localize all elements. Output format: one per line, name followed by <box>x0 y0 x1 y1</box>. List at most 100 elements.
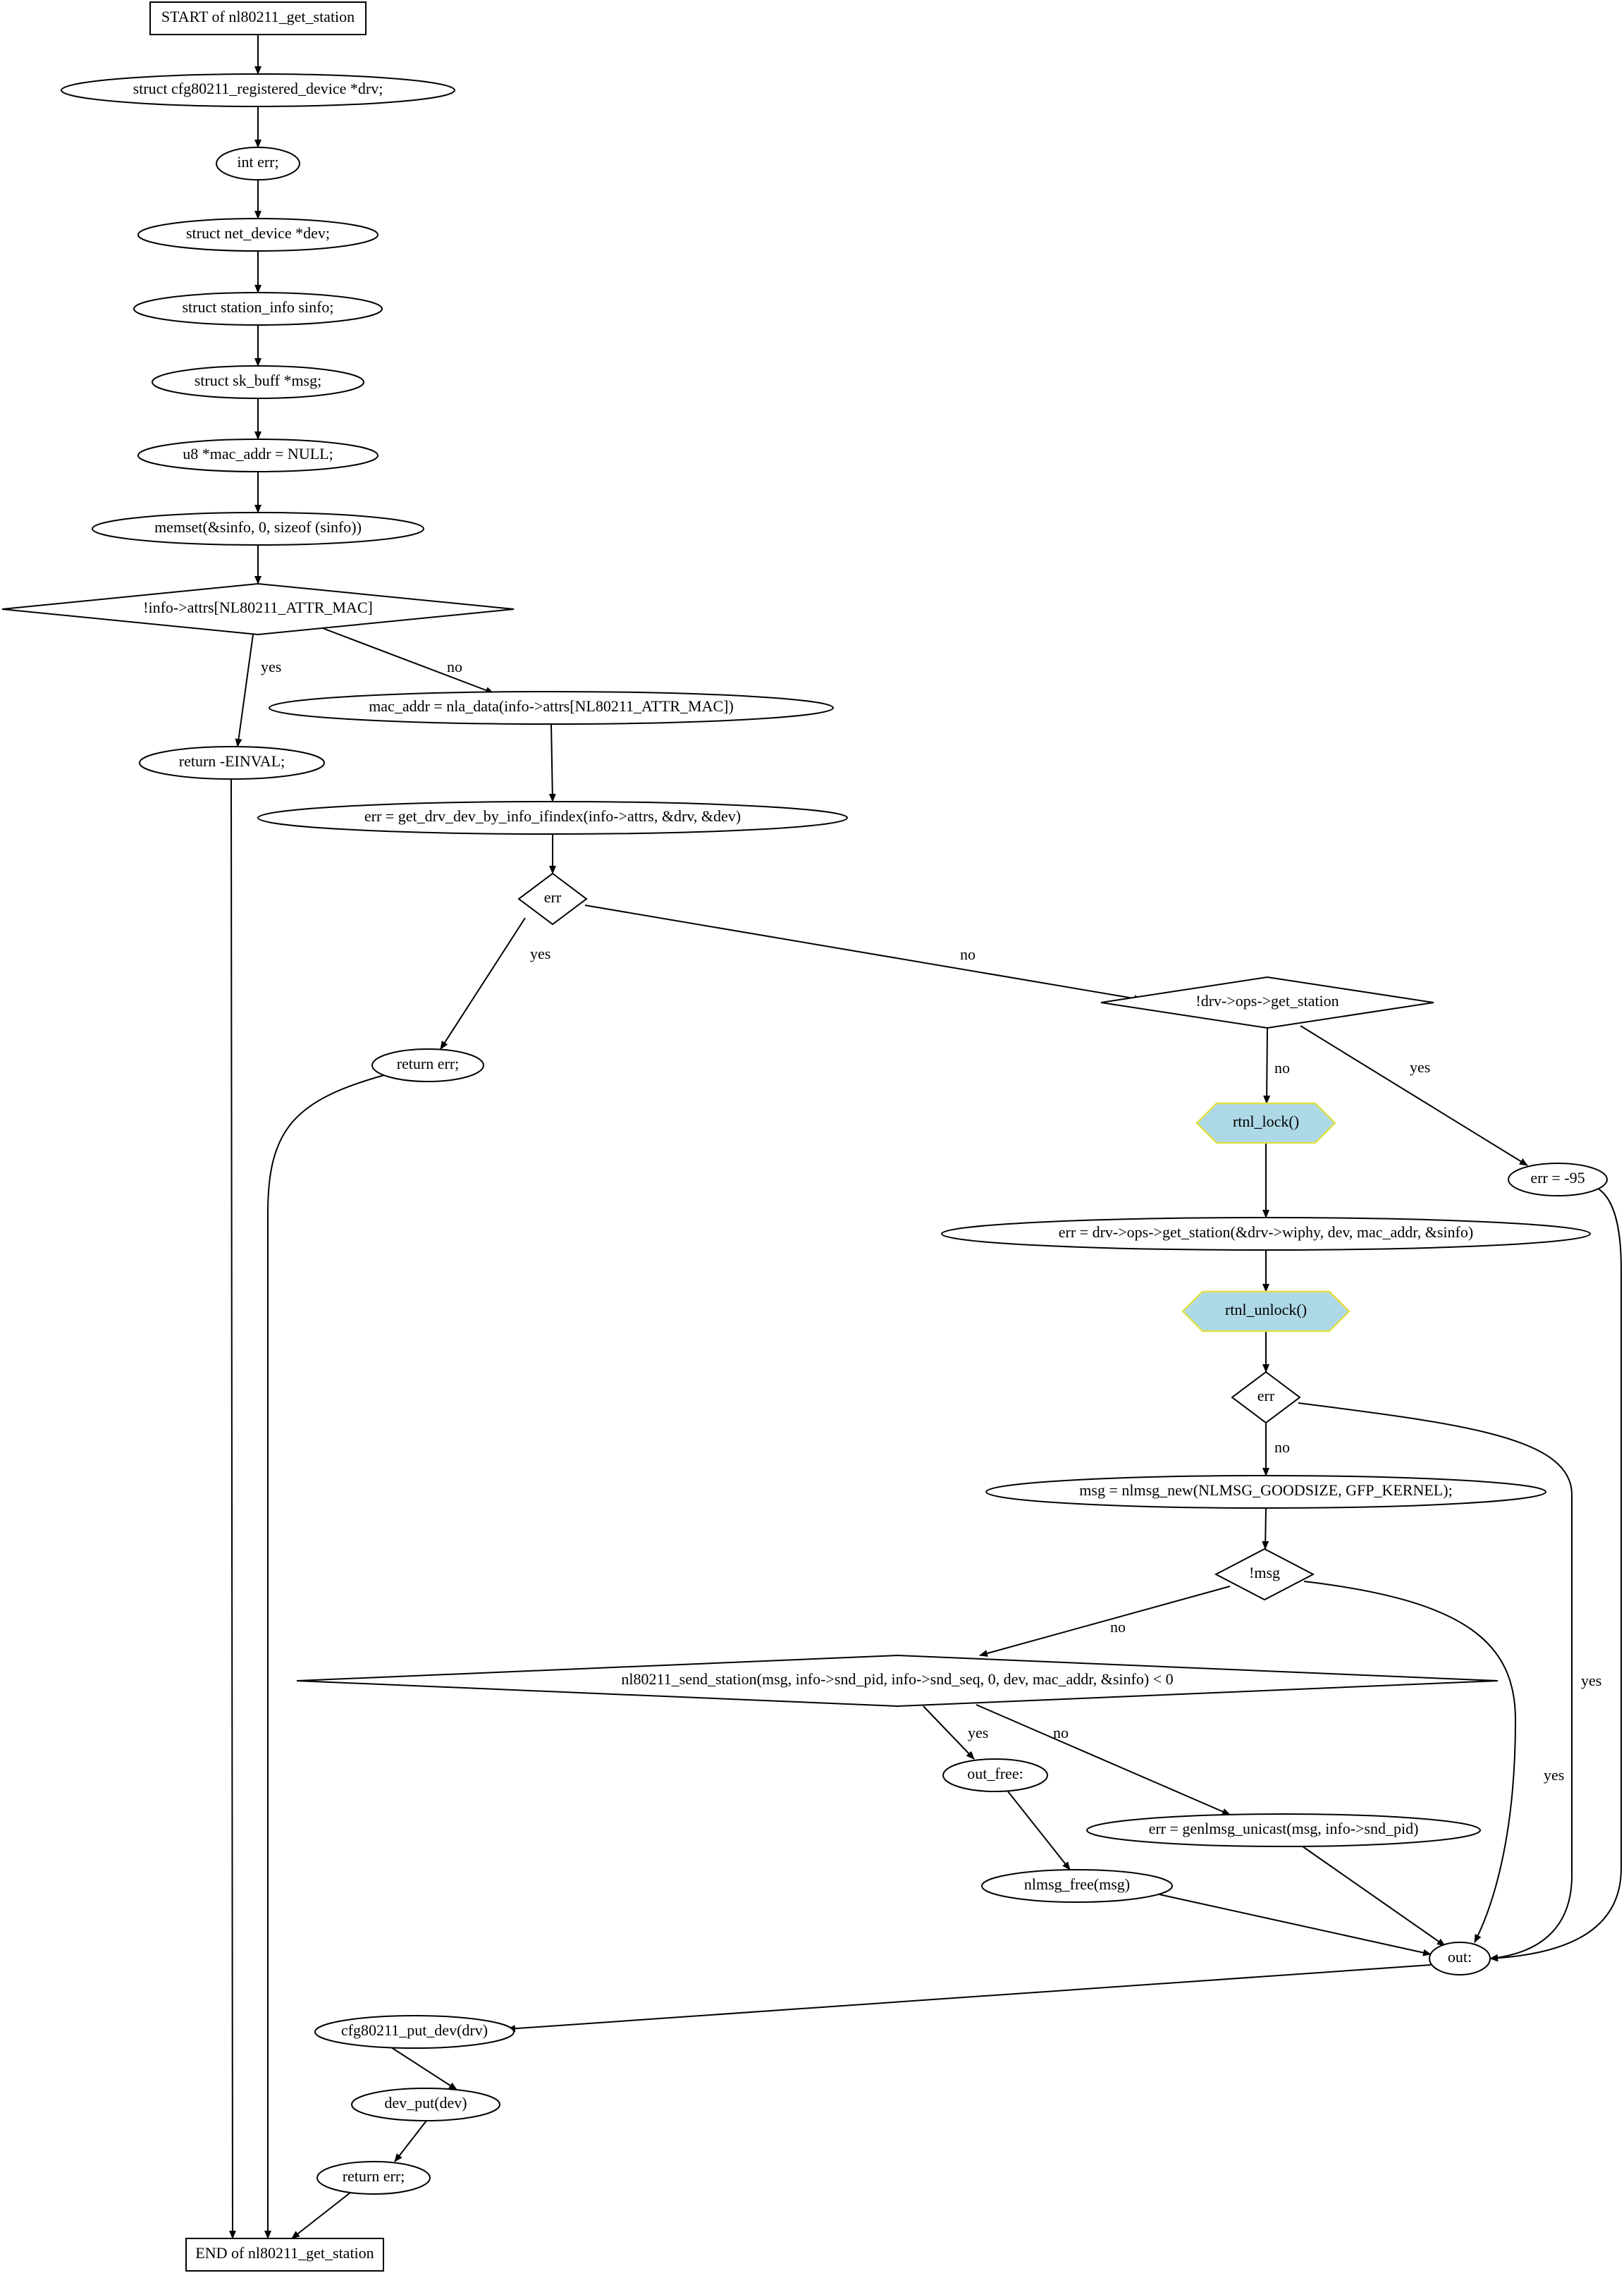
node-n-putdev-ellipse <box>314 2015 515 2049</box>
edge-r-err2-to-end-line <box>291 2192 351 2239</box>
node-r-err1: return err; <box>371 1048 484 1082</box>
node-h-unlock: rtnl_unlock() <box>1181 1290 1351 1332</box>
edge-label: no <box>1053 1724 1069 1741</box>
edge-d-attr-to-n-macaddr: no <box>320 627 494 694</box>
node-h-lock-label: rtnl_lock() <box>1233 1113 1299 1130</box>
edge-n-devput-to-r-err2 <box>394 2120 427 2162</box>
node-end-box <box>185 2238 384 2272</box>
node-n-out: out: <box>1429 1942 1491 1975</box>
edge-d-msg-to-n-out-line <box>1303 1581 1517 1943</box>
node-n-msg: struct sk_buff *msg; <box>152 365 364 399</box>
node-n-devput-label: dev_put(dev) <box>384 2094 467 2112</box>
node-d-err1-diamond <box>517 872 588 926</box>
node-n-mac-label: u8 *mac_addr = NULL; <box>183 445 333 462</box>
node-d-err1: err <box>517 872 588 926</box>
node-h-unlock-label: rtnl_unlock() <box>1225 1301 1307 1318</box>
node-d-ops-label: !drv->ops->get_station <box>1195 992 1339 1010</box>
node-end: END of nl80211_get_station <box>185 2238 384 2272</box>
node-n-devput: dev_put(dev) <box>351 2088 500 2121</box>
node-n-getdrv: err = get_drv_dev_by_info_ifindex(info->… <box>257 801 848 835</box>
edge-n-nlfree-to-n-out-line <box>1155 1893 1432 1956</box>
edge-d-attr-to-r-einval-line <box>235 634 254 747</box>
node-n-devput-ellipse <box>351 2088 500 2121</box>
node-r-err2: return err; <box>316 2161 431 2195</box>
edge-label: no <box>960 945 976 963</box>
node-start-box <box>149 1 367 35</box>
node-n-putdev-label: cfg80211_put_dev(drv) <box>341 2021 488 2039</box>
node-n-out-label: out: <box>1448 1948 1472 1966</box>
edge-d-send-to-n-unicast-line <box>976 1704 1231 1815</box>
node-n-mac: u8 *mac_addr = NULL; <box>137 439 379 472</box>
edge-d-attr-to-r-einval: yes <box>235 634 281 747</box>
node-n-outfree-ellipse <box>942 1758 1048 1792</box>
node-d-err1-label: err <box>544 888 562 906</box>
edge-label: yes <box>1410 1058 1430 1076</box>
edge-label: yes <box>1544 1766 1564 1784</box>
node-n-mac-ellipse <box>137 439 379 472</box>
edge-r-err2-to-end <box>291 2192 351 2239</box>
node-n-getdrv-label: err = get_drv_dev_by_info_ifindex(info->… <box>364 807 741 825</box>
node-r-err2-ellipse <box>316 2161 431 2195</box>
node-n-getst: err = drv->ops->get_station(&drv->wiphy,… <box>941 1217 1591 1251</box>
edge-n-putdev-to-n-devput-line <box>390 2047 457 2090</box>
node-n-sinfo: struct station_info sinfo; <box>133 292 383 326</box>
edge-d-err2-to-n-out-line <box>1298 1402 1573 1961</box>
node-d-attr-label: !info->attrs[NL80211_ATTR_MAC] <box>143 599 373 616</box>
node-n-nlnew-ellipse <box>985 1475 1546 1509</box>
edge-d-msg-to-n-out: yes <box>1303 1581 1564 1943</box>
edge-n-nlfree-to-n-out <box>1155 1893 1432 1956</box>
edge-d-err2-to-n-out: yes <box>1298 1402 1601 1961</box>
node-n-err-ellipse <box>216 147 300 180</box>
edge-d-send-to-n-unicast: no <box>976 1704 1231 1815</box>
node-h-lock-hexagon <box>1195 1102 1336 1144</box>
edge-d-send-to-n-outfree: yes <box>923 1705 988 1760</box>
node-n-unicast-label: err = genlmsg_unicast(msg, info->snd_pid… <box>1149 1820 1419 1837</box>
edge-d-msg-to-d-send: no <box>979 1586 1231 1657</box>
node-n-drv-label: struct cfg80211_registered_device *drv; <box>133 80 383 97</box>
node-n-nlfree-label: nlmsg_free(msg) <box>1024 1875 1130 1893</box>
edge-label: no <box>447 658 462 675</box>
node-end-label: END of nl80211_get_station <box>195 2244 374 2262</box>
node-d-send-diamond <box>296 1654 1499 1708</box>
node-n-sinfo-label: struct station_info sinfo; <box>182 298 333 316</box>
node-n-outfree-label: out_free: <box>967 1765 1023 1782</box>
node-d-msg-label: !msg <box>1249 1564 1280 1581</box>
edge-n-devput-to-r-err2-line <box>394 2120 427 2162</box>
edge-d-err1-to-r-err1: yes <box>440 917 550 1050</box>
edge-n-macaddr-to-n-getdrv <box>548 723 556 802</box>
node-start-label: START of nl80211_get_station <box>161 8 355 25</box>
edge-r-err1-to-end-line <box>264 1074 385 2239</box>
edge-d-msg-to-d-send-line <box>979 1586 1231 1657</box>
edge-label: yes <box>968 1724 988 1741</box>
node-n-memset-ellipse <box>92 512 424 546</box>
node-n-macaddr: mac_addr = nla_data(info->attrs[NL80211_… <box>269 691 834 725</box>
edge-n-out-to-n-putdev-line <box>507 1964 1432 2033</box>
node-n-dev-ellipse <box>137 218 379 252</box>
node-r-einval-ellipse <box>139 746 325 780</box>
node-n-drv-ellipse <box>61 73 455 107</box>
node-n-err: int err; <box>216 147 300 180</box>
edge-label: no <box>1110 1618 1126 1636</box>
edge-r-einval-to-end-line <box>228 778 236 2239</box>
node-d-err2-label: err <box>1257 1387 1275 1404</box>
edge-d-err1-to-d-ops: no <box>584 905 1143 1003</box>
edge-r-err1-to-end <box>264 1074 385 2239</box>
node-n-memset: memset(&sinfo, 0, sizeof (sinfo)) <box>92 512 424 546</box>
node-r-einval: return -EINVAL; <box>139 746 325 780</box>
node-n-m95-ellipse <box>1508 1163 1608 1196</box>
node-d-attr-diamond <box>1 582 515 636</box>
node-d-ops: !drv->ops->get_station <box>1100 976 1434 1029</box>
node-n-macaddr-ellipse <box>269 691 834 725</box>
edge-label: no <box>1274 1059 1290 1077</box>
edge-label: yes <box>530 945 550 962</box>
edge-d-attr-to-n-macaddr-line <box>320 627 494 694</box>
node-n-drv: struct cfg80211_registered_device *drv; <box>61 73 455 107</box>
edge-n-unicast-to-n-out <box>1302 1846 1446 1947</box>
node-r-err1-ellipse <box>371 1048 484 1082</box>
edge-n-nlnew-to-d-msg <box>1262 1507 1269 1550</box>
edge-n-m95-to-n-out-line <box>1489 1187 1622 1962</box>
node-d-send-label: nl80211_send_station(msg, info->snd_pid,… <box>621 1670 1173 1688</box>
node-n-m95-label: err = -95 <box>1530 1169 1585 1187</box>
